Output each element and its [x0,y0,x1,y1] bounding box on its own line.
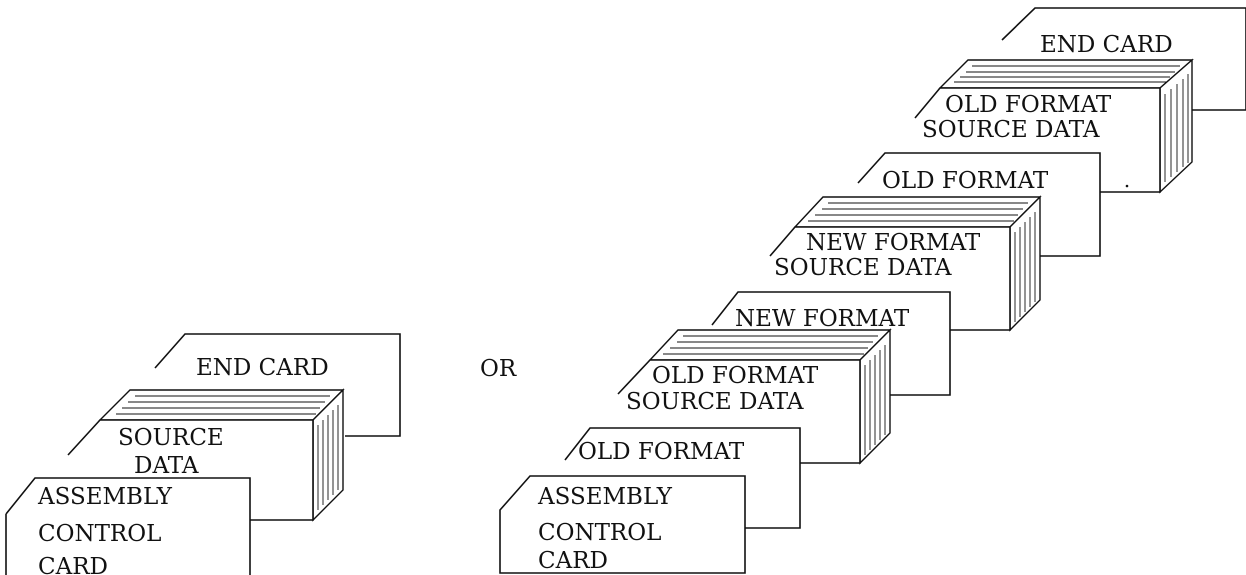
right-old-source-2-label-1: OLD FORMAT [945,92,1112,118]
right-old-source-1-label-2: SOURCE DATA [626,389,804,415]
right-old-source-2-label-2: SOURCE DATA [922,117,1100,143]
left-control-label-2: CONTROL [38,521,161,547]
left-source-label-2: DATA [134,453,199,479]
left-source-label-1: SOURCE [118,425,224,451]
left-end-card-label: END CARD [196,355,329,381]
right-new-source-label-2: SOURCE DATA [774,255,952,281]
right-control-card: ASSEMBLY CONTROL CARD [500,476,745,574]
right-control-label-2: CONTROL [538,520,661,546]
right-old-format-2-label: OLD FORMAT [882,168,1049,194]
left-control-label-1: ASSEMBLY [37,484,173,510]
left-control-card: ASSEMBLY CONTROL CARD [6,478,250,575]
right-new-format-label: NEW FORMAT [735,306,910,332]
speck-dot [1126,185,1129,188]
right-end-card-label: END CARD [1040,32,1173,58]
right-control-label-1: ASSEMBLY [537,484,673,510]
left-control-label-3: CARD [38,554,108,575]
or-separator: OR [480,356,517,382]
right-control-label-3: CARD [538,548,608,574]
right-new-source-label-1: NEW FORMAT [806,230,981,256]
right-old-source-1-label-1: OLD FORMAT [652,363,819,389]
right-old-format-1-label: OLD FORMAT [578,439,745,465]
